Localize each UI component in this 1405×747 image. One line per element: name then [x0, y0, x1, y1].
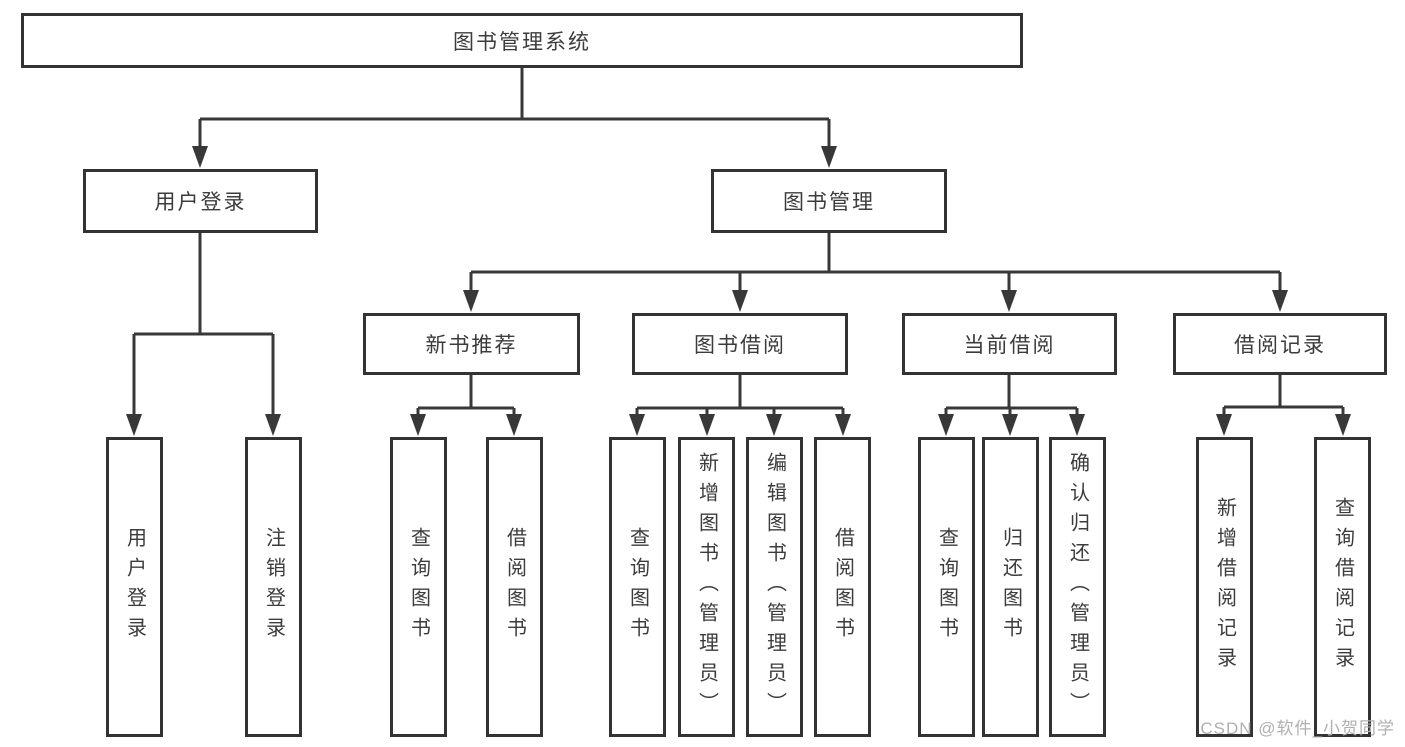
connector-current-to-leaves [938, 375, 1085, 436]
node-leaf-user-login-label: 用户登录 [123, 527, 146, 647]
node-leaf-query-books-1-label: 查询图书 [407, 527, 430, 647]
node-book-management: 图书管理 [711, 169, 947, 233]
connector-borrow-to-leaves [629, 375, 851, 436]
node-book-borrowing: 图书借阅 [632, 313, 848, 375]
node-leaf-edit-books-admin: 编辑图书（管理员） [746, 437, 803, 737]
node-leaf-edit-books-admin-label: 编辑图书（管理员） [763, 452, 786, 722]
node-leaf-add-borrow-record-label: 新增借阅记录 [1213, 497, 1236, 677]
node-user-login-label: 用户登录 [154, 191, 247, 214]
node-leaf-confirm-return-admin: 确认归还（管理员） [1049, 437, 1106, 737]
node-leaf-logout: 注销登录 [245, 437, 302, 737]
node-leaf-borrow-books-1-label: 借阅图书 [503, 527, 526, 647]
node-leaf-query-books-2-label: 查询图书 [626, 527, 649, 647]
node-borrowing-records-label: 借阅记录 [1234, 334, 1326, 357]
node-leaf-add-borrow-record: 新增借阅记录 [1196, 437, 1253, 737]
node-leaf-add-books-admin: 新增图书（管理员） [678, 437, 735, 737]
node-current-borrowing-label: 当前借阅 [963, 334, 1056, 357]
node-leaf-confirm-return-admin-label: 确认归还（管理员） [1066, 452, 1089, 722]
node-new-book-recommend: 新书推荐 [363, 313, 580, 375]
node-leaf-query-books-3: 查询图书 [918, 437, 975, 737]
connector-root-to-level2 [192, 68, 837, 168]
node-current-borrowing: 当前借阅 [902, 313, 1117, 375]
node-leaf-add-books-admin-label: 新增图书（管理员） [695, 452, 718, 722]
connector-records-to-leaves [1216, 375, 1351, 436]
node-leaf-borrow-books-2: 借阅图书 [814, 437, 871, 737]
node-leaf-user-login: 用户登录 [106, 437, 163, 737]
csdn-watermark: CSDN @软件_小贺同学 [1200, 719, 1395, 738]
node-leaf-query-borrow-record-label: 查询借阅记录 [1331, 497, 1354, 677]
node-user-login: 用户登录 [83, 169, 318, 233]
node-root-library-system: 图书管理系统 [21, 13, 1023, 68]
node-book-management-label: 图书管理 [783, 191, 875, 214]
connector-userlogin-to-leaves [126, 233, 281, 436]
node-new-book-recommend-label: 新书推荐 [425, 334, 518, 357]
node-leaf-return-books-label: 归还图书 [999, 527, 1022, 647]
node-leaf-borrow-books-2-label: 借阅图书 [831, 527, 854, 647]
node-leaf-query-borrow-record: 查询借阅记录 [1314, 437, 1371, 737]
node-root-label: 图书管理系统 [453, 30, 591, 54]
node-leaf-return-books: 归还图书 [982, 437, 1039, 737]
node-borrowing-records: 借阅记录 [1173, 313, 1387, 375]
connector-newbook-to-leaves [410, 375, 522, 436]
node-book-borrowing-label: 图书借阅 [694, 334, 786, 357]
node-leaf-logout-label: 注销登录 [262, 527, 285, 647]
node-leaf-query-books-3-label: 查询图书 [935, 527, 958, 647]
node-leaf-query-books-2: 查询图书 [609, 437, 666, 737]
node-leaf-borrow-books-1: 借阅图书 [486, 437, 543, 737]
connector-bookmgmt-to-level3 [463, 233, 1288, 312]
node-leaf-query-books-1: 查询图书 [390, 437, 447, 737]
